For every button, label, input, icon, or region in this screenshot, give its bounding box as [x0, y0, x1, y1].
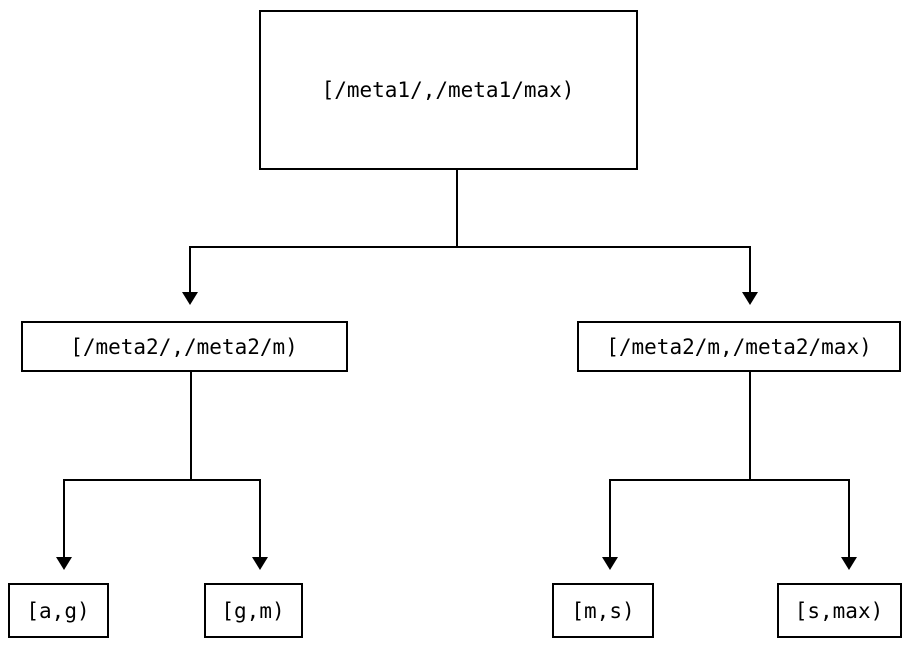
node-label: [m,s): [571, 599, 634, 623]
arrowhead-icon: [602, 557, 618, 570]
node-label: [/meta2/m,/meta2/max): [606, 335, 872, 359]
tree-edge: [190, 371, 261, 557]
node-label: [/meta2/,/meta2/m): [70, 335, 298, 359]
tree-edge: [609, 371, 751, 557]
arrowhead-icon: [252, 557, 268, 570]
tree-node-leaf-g-m[interactable]: [g,m): [204, 583, 303, 638]
node-box: [259, 10, 638, 170]
arrowhead-icon: [182, 292, 198, 305]
node-label: [a,g): [26, 599, 89, 623]
edges-layer: [63, 169, 850, 557]
tree-node-leaf-m-s[interactable]: [m,s): [552, 583, 654, 638]
tree-edge: [456, 169, 751, 292]
node-label: [s,max): [795, 599, 884, 623]
arrowhead-icon: [841, 557, 857, 570]
tree-edge: [63, 371, 192, 557]
arrowhead-icon: [56, 557, 72, 570]
tree-node-root[interactable]: [/meta1/,/meta1/max): [259, 10, 638, 170]
nodes-layer: [/meta1/,/meta1/max) [/meta2/,/meta2/m) [/…: [8, 10, 902, 638]
arrowheads-layer: [56, 292, 857, 570]
tree-node-leaf-a-g[interactable]: [a,g): [8, 583, 109, 638]
node-label: [/meta1/,/meta1/max): [322, 78, 575, 102]
tree-edge: [749, 371, 850, 557]
tree-edge: [189, 169, 458, 292]
arrowhead-icon: [742, 292, 758, 305]
node-box: [204, 583, 303, 638]
node-box: [21, 321, 348, 372]
node-box: [777, 583, 902, 638]
node-label: [g,m): [221, 599, 284, 623]
node-box: [577, 321, 901, 372]
tree-node-leaf-s-max[interactable]: [s,max): [777, 583, 902, 638]
node-box: [8, 583, 109, 638]
tree-node-meta2-left[interactable]: [/meta2/,/meta2/m): [21, 321, 348, 372]
node-box: [552, 583, 654, 638]
tree-node-meta2-right[interactable]: [/meta2/m,/meta2/max): [577, 321, 901, 372]
